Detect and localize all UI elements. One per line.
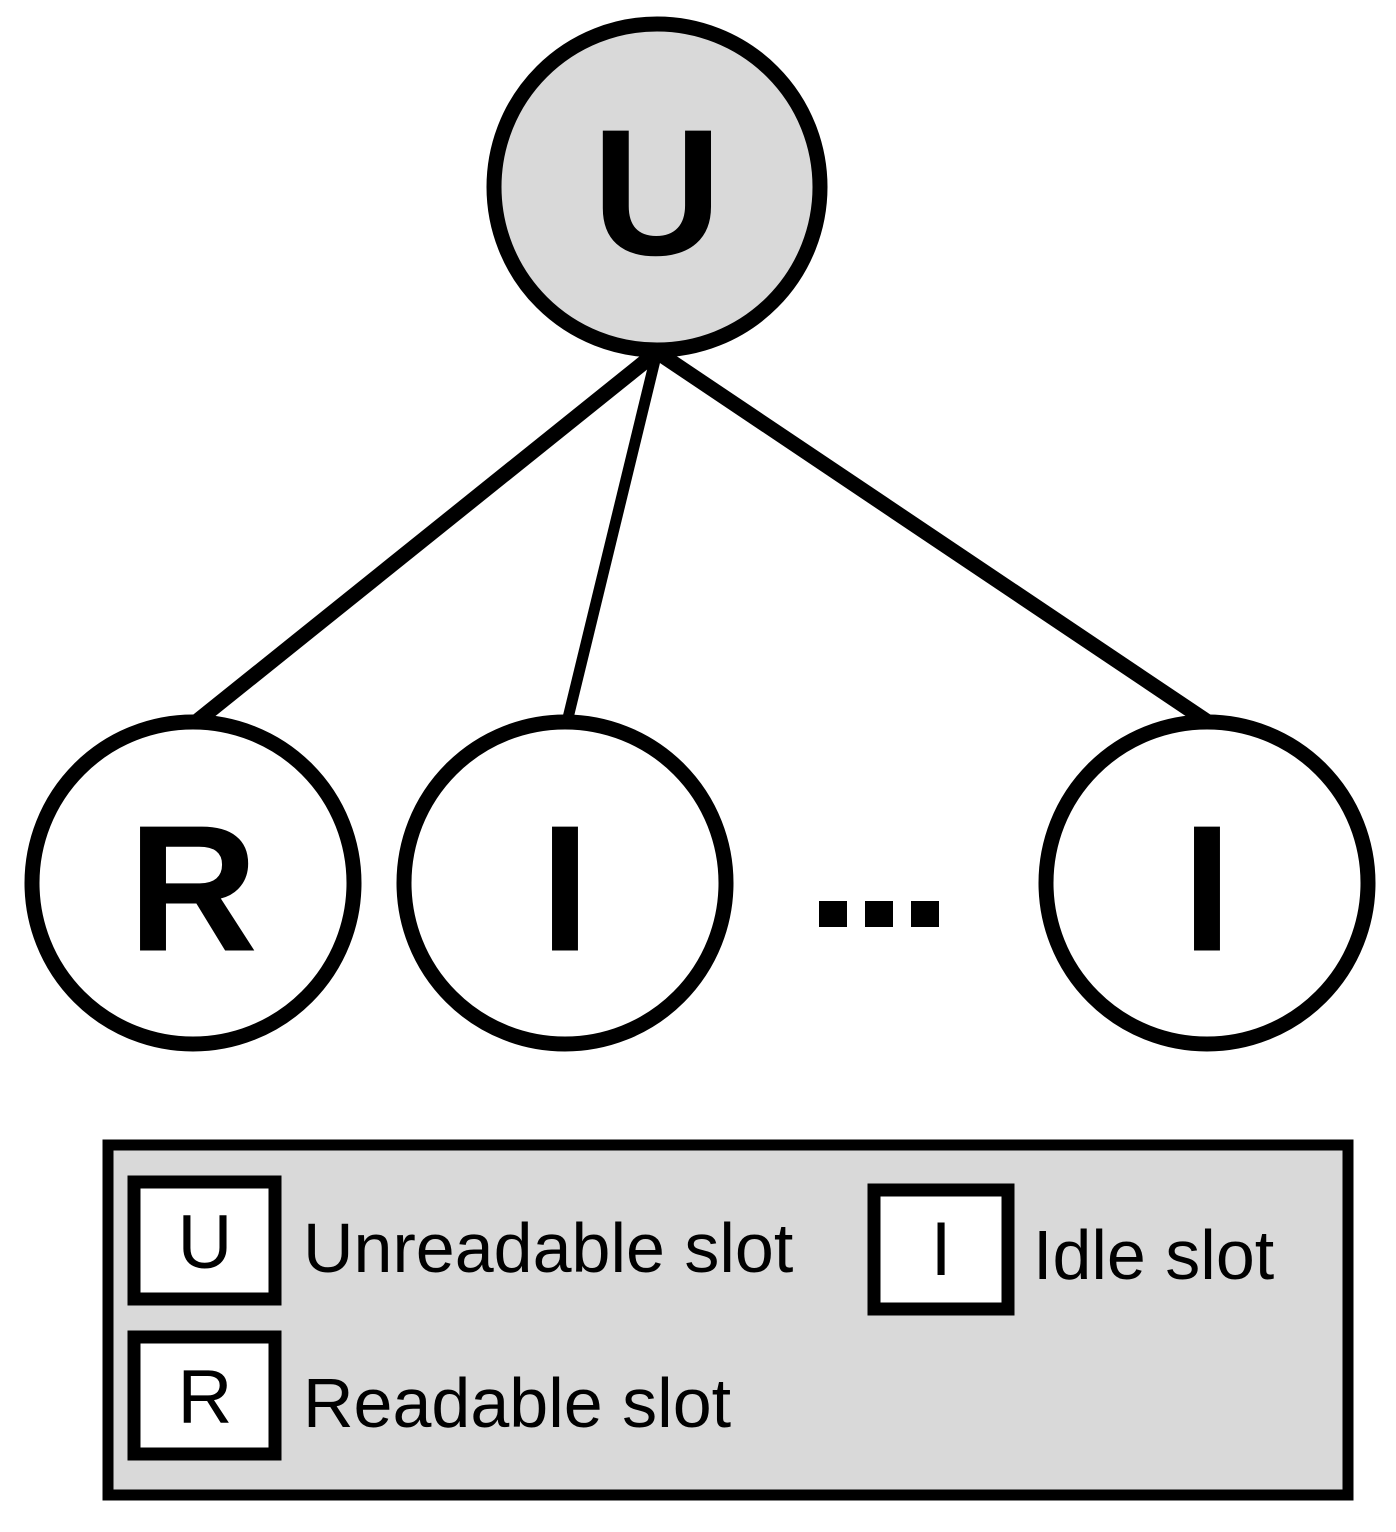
child-node-i-1[interactable]: I xyxy=(396,714,734,1052)
child-node-i-1-circle[interactable] xyxy=(396,714,734,1052)
child-node-r[interactable]: R xyxy=(24,714,362,1052)
ellipsis-icon xyxy=(819,901,939,927)
legend-entry-readable: R Readable slot xyxy=(127,1330,731,1461)
edge-u-to-i-n xyxy=(652,345,1213,729)
legend-label-idle: Idle slot xyxy=(1033,1216,1274,1294)
legend-swatch-r-letter: R xyxy=(178,1355,233,1440)
child-node-i-n[interactable]: I xyxy=(1038,714,1376,1052)
edge-u-to-r xyxy=(191,346,662,728)
root-node-u[interactable]: U xyxy=(486,16,828,358)
child-node-i-n-circle[interactable] xyxy=(1038,714,1376,1052)
legend-swatch-r xyxy=(127,1330,282,1461)
legend-swatch-u xyxy=(127,1175,282,1306)
root-node-u-label: U xyxy=(592,93,722,294)
child-node-i-1-label: I xyxy=(540,789,590,990)
root-node-u-circle[interactable] xyxy=(486,16,828,358)
legend-panel-background xyxy=(102,1139,1354,1501)
legend-swatch-u-letter: U xyxy=(178,1200,233,1285)
legend-label-readable: Readable slot xyxy=(303,1364,731,1442)
legend-entry-idle: I Idle slot xyxy=(867,1183,1274,1316)
legend-label-unreadable: Unreadable slot xyxy=(303,1209,793,1287)
child-node-r-label: R xyxy=(128,789,258,990)
edge-u-to-i-1 xyxy=(561,350,663,724)
legend-swatch-i xyxy=(867,1183,1015,1316)
legend-swatch-i-letter: I xyxy=(930,1207,951,1292)
legend-panel: U Unreadable slot I Idle slot R Readable… xyxy=(102,1139,1354,1501)
edge-group xyxy=(191,345,1213,729)
child-node-r-circle[interactable] xyxy=(24,714,362,1052)
child-node-i-n-label: I xyxy=(1182,789,1232,990)
legend-entry-unreadable: U Unreadable slot xyxy=(127,1175,793,1306)
